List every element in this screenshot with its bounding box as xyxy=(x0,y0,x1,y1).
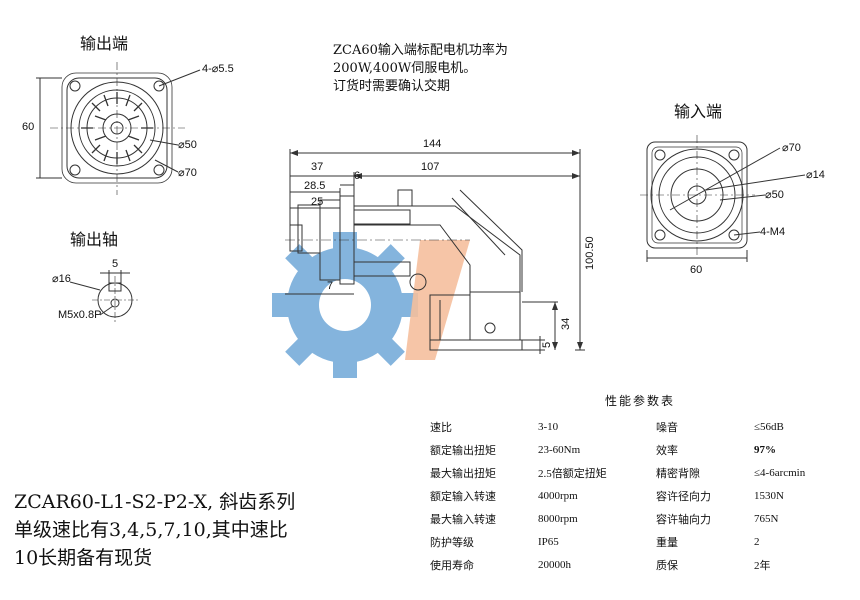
performance-table: 性能参数表 速比 3-10 噪音 ≤56dB 额定输出扭矩 23-60Nm 效率 97% 最大输… xyxy=(430,392,850,576)
output-end-view xyxy=(36,62,201,195)
param-value: 4000rpm xyxy=(538,489,578,502)
param-name: 重量 xyxy=(656,536,678,549)
dim-out-d50: ⌀50 xyxy=(178,139,197,151)
performance-row: 使用寿命 20000h 质保 2年 xyxy=(430,553,850,576)
dim-len-28-5: 28.5 xyxy=(304,180,326,192)
product-description: ZCAR60-L1-S2-P2-X, 斜齿系列 单级速比有3,4,5,7,10,… xyxy=(14,488,295,572)
description-line: 单级速比有3,4,5,7,10,其中速比 xyxy=(14,519,288,541)
dim-shaft-thread: M5x0.8P xyxy=(58,309,102,321)
param-value: 3-10 xyxy=(538,420,559,433)
gearbox-side-view xyxy=(285,149,585,354)
dim-len-6: 6 xyxy=(354,170,361,182)
dim-in-d50: ⌀50 xyxy=(765,189,784,201)
param-name: 防护等级 xyxy=(430,536,474,549)
dim-out-height: 60 xyxy=(22,121,35,133)
param-name: 速比 xyxy=(430,421,452,434)
param-value: 8000rpm xyxy=(538,512,578,525)
param-name: 效率 xyxy=(656,444,678,457)
dim-shaft-5: 5 xyxy=(112,258,119,270)
param-name: 精密背隙 xyxy=(656,467,700,480)
description-line: ZCAR60-L1-S2-P2-X, 斜齿系列 xyxy=(14,491,296,513)
param-name: 噪音 xyxy=(656,421,678,434)
param-value: IP65 xyxy=(538,535,559,548)
dim-out-holes: 4-⌀5.5 xyxy=(202,63,234,75)
param-value: 2 xyxy=(754,535,760,548)
input-end-view xyxy=(640,135,806,262)
dim-height-100-50: 100.50 xyxy=(584,236,596,270)
param-name: 使用寿命 xyxy=(430,559,474,572)
description-line: 10长期备有现货 xyxy=(14,547,153,569)
performance-row: 额定输入转速 4000rpm 容许径向力 1530N xyxy=(430,484,850,507)
param-value: 2年 xyxy=(754,559,771,572)
param-value: 97% xyxy=(754,443,776,456)
note-line: 订货时需要确认交期 xyxy=(333,79,451,94)
output-shaft-title: 输出轴 xyxy=(70,230,119,249)
performance-row: 速比 3-10 噪音 ≤56dB xyxy=(430,415,850,438)
param-value: 2.5倍额定扭矩 xyxy=(538,467,607,480)
performance-row: 最大输入转速 8000rpm 容许轴向力 765N xyxy=(430,507,850,530)
param-name: 容许径向力 xyxy=(656,490,711,503)
dim-shaft-d16: ⌀16 xyxy=(52,273,71,285)
param-value: 765N xyxy=(754,512,779,525)
note-line: ZCA60输入端标配电机功率为 xyxy=(333,43,508,58)
param-value: 23-60Nm xyxy=(538,443,581,456)
watermark-orange-mark xyxy=(405,240,470,360)
param-value: ≤4-6arcmin xyxy=(754,466,806,479)
note-text: ZCA60输入端标配电机功率为 200W,400W伺服电机。 订货时需要确认交期 xyxy=(333,42,508,96)
param-value: 1530N xyxy=(754,489,784,502)
dim-out-d70: ⌀70 xyxy=(178,167,197,179)
param-name: 最大输出扭矩 xyxy=(430,467,496,480)
performance-row: 防护等级 IP65 重量 2 xyxy=(430,530,850,553)
output-shaft-view xyxy=(69,270,138,324)
param-name: 质保 xyxy=(656,559,678,572)
performance-row: 最大输出扭矩 2.5倍额定扭矩 精密背隙 ≤4-6arcmin xyxy=(430,461,850,484)
dim-in-width: 60 xyxy=(690,264,703,276)
input-end-title: 输入端 xyxy=(674,102,723,121)
dim-len-7: 7 xyxy=(327,280,334,292)
dim-in-holes: 4-M4 xyxy=(760,226,786,238)
dim-len-37: 37 xyxy=(311,161,324,173)
dim-len-107: 107 xyxy=(421,161,440,173)
dim-in-d70: ⌀70 xyxy=(782,142,801,154)
param-name: 容许轴向力 xyxy=(656,513,711,526)
param-name: 最大输入转速 xyxy=(430,513,496,526)
performance-row: 额定输出扭矩 23-60Nm 效率 97% xyxy=(430,438,850,461)
dim-total-144: 144 xyxy=(423,138,442,150)
output-end-title: 输出端 xyxy=(80,34,129,53)
performance-grid: 速比 3-10 噪音 ≤56dB 额定输出扭矩 23-60Nm 效率 97% 最大输出扭矩 2.5… xyxy=(430,415,850,576)
note-line: 200W,400W伺服电机。 xyxy=(333,61,477,76)
param-value: 20000h xyxy=(538,558,571,571)
dim-height-5: 5 xyxy=(541,341,553,348)
param-name: 额定输出扭矩 xyxy=(430,444,496,457)
performance-title: 性能参数表 xyxy=(604,394,675,408)
dim-in-d14: ⌀14 xyxy=(806,169,825,181)
param-value: ≤56dB xyxy=(754,420,784,433)
param-name: 额定输入转速 xyxy=(430,490,496,503)
dim-height-34: 34 xyxy=(560,317,572,330)
dim-len-25: 25 xyxy=(311,196,324,208)
